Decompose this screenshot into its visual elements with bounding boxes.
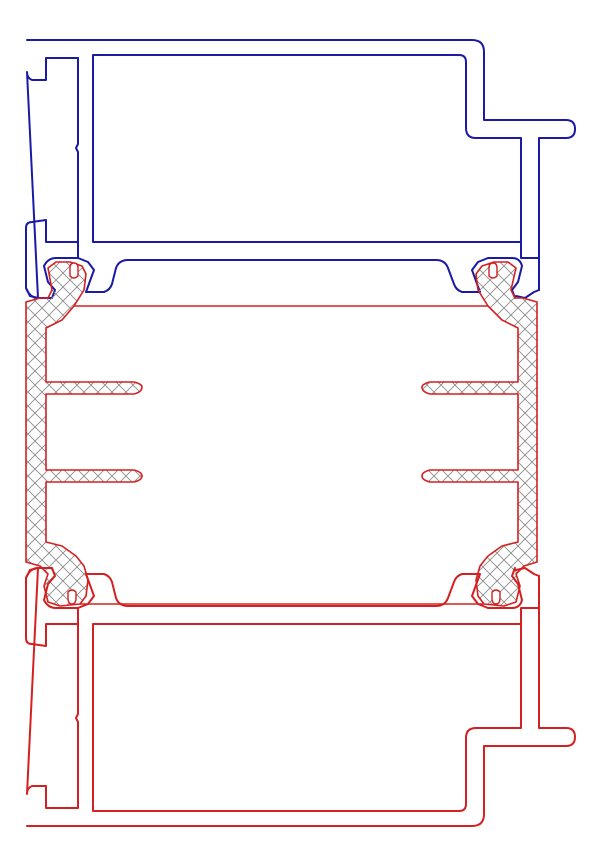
lower-left-keyhole [67,589,77,605]
upper-profile-inner-chamber [92,54,522,243]
upper-left-keyhole [69,262,79,279]
upper-profile-base-edge [77,241,540,259]
upper-aluminium-profile [25,39,576,299]
lower-profile-base-edge [77,607,540,625]
insulating-bar-upper-keyholes [69,262,498,279]
lower-profile-outer-contour [25,567,576,827]
insulating-bar [25,261,538,607]
lower-right-keyhole [491,589,501,605]
upper-right-keyhole [488,262,498,279]
insulating-bar-left-body [25,261,143,607]
lower-profile-upper-hook [25,567,523,609]
insulating-bar-lower-keyholes [67,589,501,605]
upper-profile-outer-contour [25,39,576,299]
insulating-bar-inner-cavity [74,305,488,605]
upper-profile-left-hook [25,257,523,299]
lower-aluminium-profile [25,567,576,827]
insulating-bar-right-body [421,261,538,607]
lower-profile-inner-chamber [92,623,522,812]
